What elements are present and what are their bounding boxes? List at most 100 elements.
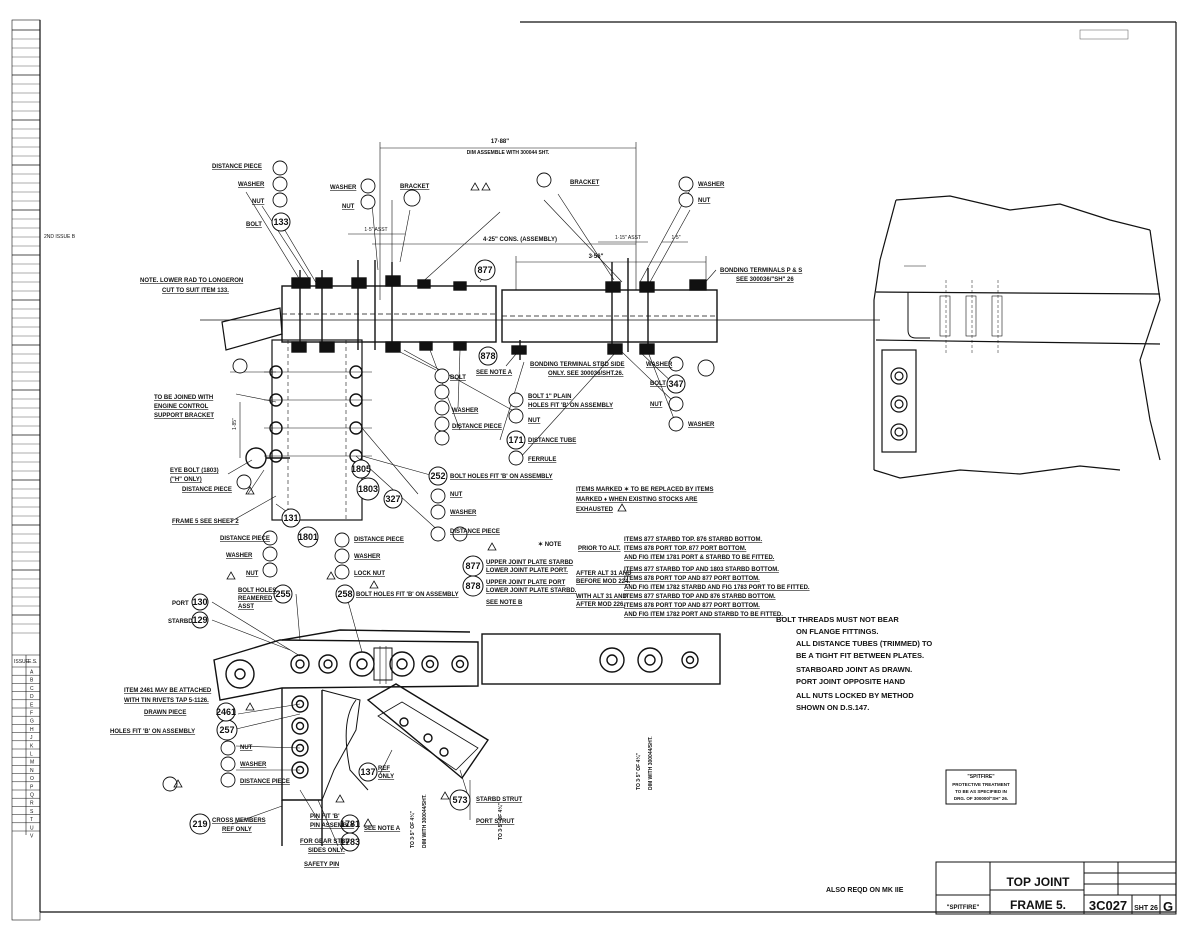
dim-cons: 4·25" CONS. (ASSEMBLY) bbox=[483, 237, 557, 243]
rev-row-letter: M bbox=[30, 760, 34, 766]
note-prior-to: PRIOR TO ALT. bbox=[578, 546, 621, 552]
note-bolt-threads-8: SHOWN ON D.S.147. bbox=[796, 703, 869, 712]
label-washer-right: WASHER bbox=[646, 362, 673, 368]
label-nut-2: NUT bbox=[342, 204, 355, 210]
label-distance-piece-eye: DISTANCE PIECE bbox=[182, 487, 232, 493]
label-distance-piece-top: DISTANCE PIECE bbox=[212, 164, 262, 170]
rev-row-letter: V bbox=[30, 834, 34, 840]
label-ref-only-1: REF bbox=[378, 766, 390, 772]
title-drawing-number: 3C027 bbox=[1089, 898, 1127, 913]
bubble-878-lower: 878 bbox=[465, 581, 480, 591]
label-bolt-top: BOLT bbox=[246, 222, 262, 228]
label-washer-top: WASHER bbox=[238, 182, 265, 188]
bubble-1781: 1781 bbox=[340, 819, 360, 829]
label-starbd: STARBD bbox=[168, 619, 193, 625]
bubble-878: 878 bbox=[480, 351, 495, 361]
label-nut-mid: NUT bbox=[528, 418, 541, 424]
label-frame5-see-sheet: FRAME 5 SEE SHEET 2 bbox=[172, 519, 239, 525]
rev-row-letter: L bbox=[30, 752, 33, 758]
rev-row-letter: E bbox=[30, 702, 34, 708]
bubble-347: 347 bbox=[668, 379, 683, 389]
label-nut-left: NUT bbox=[246, 571, 259, 577]
label-distance-piece-right: DISTANCE PIECE bbox=[354, 537, 404, 543]
label-cross-members-2: REF ONLY bbox=[222, 827, 252, 833]
title-block bbox=[935, 861, 1177, 915]
bubble-1801: 1801 bbox=[298, 532, 318, 542]
label-nut-lower-2: NUT bbox=[240, 745, 253, 751]
note-bolt-threads-3: ALL DISTANCE TUBES (TRIMMED) TO bbox=[796, 639, 932, 648]
label-bolt-holes-reamered-3: ASST bbox=[238, 604, 254, 610]
label-distance-tube: DISTANCE TUBE bbox=[528, 438, 576, 444]
title-issue: G bbox=[1163, 899, 1173, 914]
bubble-219: 219 bbox=[192, 819, 207, 829]
label-upper-joint-port-2: LOWER JOINT PLATE STARBD. bbox=[486, 588, 577, 594]
rev-row-letter: R bbox=[30, 801, 34, 807]
rev-row-letter: G bbox=[30, 719, 34, 725]
bubble-327: 327 bbox=[385, 494, 400, 504]
note-items-b2: ITEMS 878 PORT TOP AND 877 PORT BOTTOM. bbox=[624, 576, 760, 582]
dim-115-asst: 1·15" ASST bbox=[615, 235, 641, 241]
bubble-258: 258 bbox=[337, 589, 352, 599]
rev-row-letter: A bbox=[30, 670, 34, 676]
note-item-2461-1: ITEM 2461 MAY BE ATTACHED bbox=[124, 688, 212, 694]
label-upper-joint-starbd-1: UPPER JOINT PLATE STARBD bbox=[486, 560, 574, 566]
label-washer-lower-2: WASHER bbox=[240, 762, 267, 768]
bubble-1803: 1803 bbox=[358, 484, 378, 494]
title-frame: FRAME 5. bbox=[1010, 898, 1066, 912]
label-to-35-b: TO 3·5" OF 4¼" bbox=[497, 802, 504, 840]
protective-line-3: DRG. OF 300000/"SH" 26. bbox=[954, 796, 1008, 801]
note-bolt-threads-2: ON FLANGE FITTINGS. bbox=[796, 627, 879, 636]
label-port-strut: PORT STRUT bbox=[476, 819, 515, 825]
label-bracket-2: BRACKET bbox=[570, 180, 600, 186]
label-port: PORT bbox=[172, 601, 189, 607]
bubble-131: 131 bbox=[283, 513, 298, 523]
label-bolt-holes-fit: BOLT HOLES FIT 'B' ON ASSEMBLY bbox=[450, 474, 553, 480]
label-washer-3: WASHER bbox=[698, 182, 725, 188]
bubble-1805: 1805 bbox=[351, 464, 371, 474]
bubble-numbers: 133 877 878 347 171 252 327 1803 131 180… bbox=[192, 217, 683, 847]
rev-row-letter: T bbox=[30, 817, 33, 823]
dim-overall-sub: DIM ASSEMBLE WITH 300044 SHT. bbox=[467, 150, 550, 156]
note-items-a1: ITEMS 877 STARBD TOP. 876 STARBD BOTTOM. bbox=[624, 537, 762, 543]
label-see-note-a: SEE NOTE A bbox=[476, 370, 513, 376]
rev-row-letter: P bbox=[30, 784, 34, 790]
item-bubbles bbox=[189, 212, 686, 852]
label-to-35-a: TO 3·5" OF 4¼" bbox=[409, 810, 416, 848]
rev-row-letter: J bbox=[30, 735, 33, 741]
note-items-c1: ITEMS 877 STARBD TOP AND 876 STARBD BOTT… bbox=[624, 594, 776, 600]
rev-row-letter: U bbox=[30, 825, 34, 831]
protective-title: "SPITFIRE" bbox=[967, 774, 995, 780]
label-distance-piece-mid: DISTANCE PIECE bbox=[452, 424, 502, 430]
note-after-alt-1: AFTER ALT 31 AND bbox=[576, 571, 632, 577]
label-bolt-holes-reamered-1: BOLT HOLES bbox=[238, 588, 276, 594]
label-washer-right-2: WASHER bbox=[688, 422, 715, 428]
rev-row-letter: S bbox=[30, 809, 34, 815]
label-bolt-holes-fit-2: BOLT HOLES FIT 'B' ON ASSEMBLY bbox=[356, 592, 459, 598]
left-margin-note: 2ND ISSUE B bbox=[44, 234, 76, 240]
label-for-gear-1: FOR GEAR STBD bbox=[300, 839, 350, 845]
note-bolt-threads-4: BE A TIGHT FIT BETWEEN PLATES. bbox=[796, 651, 924, 660]
label-see-note-b: SEE NOTE B bbox=[486, 600, 523, 606]
protective-treatment-box: "SPITFIRE" PROTECTIVE TREATMENT TO BE AS… bbox=[945, 769, 1017, 805]
label-bonding-terminal-2a: BONDING TERMINAL STBD SIDE bbox=[530, 362, 625, 368]
label-see-note-a2: SEE NOTE A bbox=[364, 826, 401, 832]
label-dim-300044: DIM WITH 300044/SHT. bbox=[422, 794, 428, 848]
dim-356: 3·56" bbox=[589, 254, 604, 260]
rev-row-letter: C bbox=[30, 686, 34, 692]
bubble-877-lower: 877 bbox=[465, 561, 480, 571]
note-bolt-threads-7: ALL NUTS LOCKED BY METHOD bbox=[796, 691, 914, 700]
title-sheet: SHT 26 bbox=[1134, 905, 1158, 912]
note-items-a2: ITEMS 878 PORT TOP. 877 PORT BOTTOM. bbox=[624, 546, 747, 552]
title-part-name: TOP JOINT bbox=[1007, 875, 1071, 889]
note-with-alt-2: AFTER MOD 226. bbox=[576, 602, 625, 608]
protective-line-1: PROTECTIVE TREATMENT bbox=[952, 782, 1010, 787]
note-lower-rad-2: CUT TO SUIT ITEM 133. bbox=[162, 288, 229, 294]
annotation-labels: DISTANCE PIECE WASHER NUT BOLT WASHER NU… bbox=[110, 164, 932, 868]
rev-row-letter: D bbox=[30, 694, 34, 700]
label-nut-top: NUT bbox=[252, 199, 265, 205]
bubble-877: 877 bbox=[477, 265, 492, 275]
note-bolt-threads-1: BOLT THREADS MUST NOT BEAR bbox=[776, 615, 899, 624]
rev-row-letter: N bbox=[30, 768, 34, 774]
bubble-2461: 2461 bbox=[216, 707, 236, 717]
note-items-b1: ITEMS 877 STARBD TOP AND 1803 STARBD BOT… bbox=[624, 567, 779, 573]
